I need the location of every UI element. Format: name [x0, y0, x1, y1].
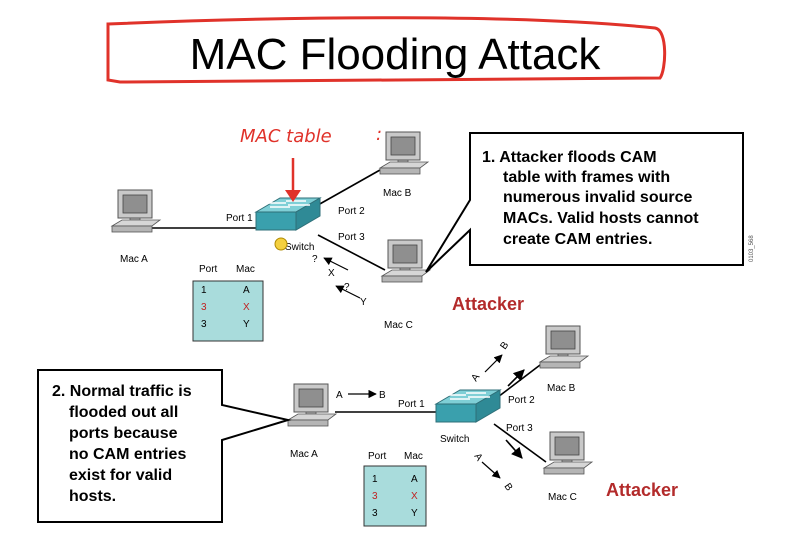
port3-label-bottom: Port 3	[506, 423, 533, 434]
flow-label-b-up: B	[498, 340, 511, 352]
mac-a-computer-icon-bottom	[287, 383, 337, 427]
cam-table-bottom: Port Mac 1 A 3 X 3 Y	[363, 451, 427, 527]
flow-label-a-in: A	[336, 390, 343, 401]
switch-icon	[255, 197, 321, 231]
callout1-line2: table with frames with	[503, 169, 670, 186]
link-port3-mac-c	[317, 234, 386, 271]
flow-label-a-up: A	[469, 372, 482, 384]
mac-c-label-bottom: Mac C	[548, 492, 577, 503]
flood-arrow-port2	[507, 369, 525, 387]
port1-label: Port 1	[226, 213, 253, 224]
mac-c-computer-icon	[381, 239, 431, 283]
mac-b-label: Mac B	[383, 188, 412, 199]
cam-row2-port: 3	[201, 302, 207, 313]
port3-label: Port 3	[338, 232, 365, 243]
switch-icon-bottom	[435, 389, 501, 423]
mac-b-computer-icon	[379, 131, 429, 175]
cam-b-row1-port: 1	[372, 474, 378, 485]
cam-b-header-port: Port	[368, 451, 387, 462]
switch-label-bottom: Switch	[440, 434, 469, 445]
callout2-line2: flooded out all	[69, 404, 178, 421]
attacker-label-top: Attacker	[452, 294, 524, 314]
cam-row3-port: 3	[201, 319, 207, 330]
flow-label-b-down: B	[502, 481, 515, 493]
page-title: MAC Flooding Attack	[190, 30, 602, 79]
port2-label-bottom: Port 2	[508, 395, 535, 406]
flow-label-y: Y	[360, 297, 367, 308]
mac-c-computer-icon-bottom	[543, 431, 593, 475]
annotation-mac-table: MAC table	[240, 126, 332, 147]
figure-code: 0103_568	[749, 235, 755, 262]
callout-step-1: 1. Attacker floods CAM table with frames…	[425, 132, 744, 273]
callout2-line1: 2. Normal traffic is	[52, 383, 192, 400]
callout1-line5: create CAM entries.	[503, 231, 652, 248]
cam-b-row2-mac: X	[411, 491, 418, 502]
annotation-arrow-icon	[285, 190, 301, 202]
cam-b-row2-port: 3	[372, 491, 378, 502]
cam-row2-mac: X	[243, 302, 250, 313]
port1-label-bottom: Port 1	[398, 399, 425, 410]
callout2-line6: hosts.	[69, 488, 116, 505]
flow-label-a-down: A	[472, 451, 485, 463]
flow-label-q2: ?	[344, 282, 350, 293]
cam-b-row1-mac: A	[411, 474, 418, 485]
mac-b-computer-icon-bottom	[539, 325, 589, 369]
title-frame	[106, 16, 667, 84]
callout1-line4: MACs. Valid hosts cannot	[503, 210, 699, 227]
callout2-line3: ports because	[69, 425, 178, 442]
flood-arrow-port3	[505, 439, 523, 459]
mac-c-label: Mac C	[384, 320, 413, 331]
traffic-arrow-up	[484, 354, 503, 373]
cam-b-row3-mac: Y	[411, 508, 418, 519]
callout1-line3: numerous invalid source	[503, 189, 692, 206]
cam-header-mac: Mac	[236, 264, 255, 275]
cam-row1-mac: A	[243, 285, 250, 296]
cam-table-top: Port Mac 1 A 3 X 3 Y	[192, 264, 264, 342]
cam-row3-mac: Y	[243, 319, 250, 330]
callout1-line1: 1. Attacker floods CAM	[482, 149, 657, 166]
cam-b-header-mac: Mac	[404, 451, 423, 462]
callout2-line4: no CAM entries	[69, 446, 186, 463]
mac-a-label-bottom: Mac A	[290, 449, 318, 460]
port2-label: Port 2	[338, 206, 365, 217]
traffic-arrow-down	[481, 461, 501, 479]
link-port2-mac-b	[317, 169, 381, 206]
cam-row1-port: 1	[201, 285, 207, 296]
flow-label-b-in: B	[379, 390, 386, 401]
link-b-port3-mac-c	[493, 423, 547, 463]
callout-step-2: 2. Normal traffic is flooded out all por…	[37, 369, 292, 523]
flow-label-q1: ?	[312, 254, 318, 265]
mac-a-computer-icon	[111, 189, 161, 233]
flow-label-x: X	[328, 268, 335, 279]
mac-a-label: Mac A	[120, 254, 148, 265]
annotation-dot: :	[376, 124, 382, 145]
attacker-label-bottom: Attacker	[606, 480, 678, 500]
cam-b-row3-port: 3	[372, 508, 378, 519]
highlight-mark-icon	[274, 237, 288, 251]
cam-header-port: Port	[199, 264, 218, 275]
switch-label: Switch	[285, 242, 314, 253]
callout2-line5: exist for valid	[69, 467, 172, 484]
flood-arrow-x	[323, 257, 349, 271]
mac-b-label-bottom: Mac B	[547, 383, 576, 394]
flood-arrow-y	[335, 285, 361, 299]
